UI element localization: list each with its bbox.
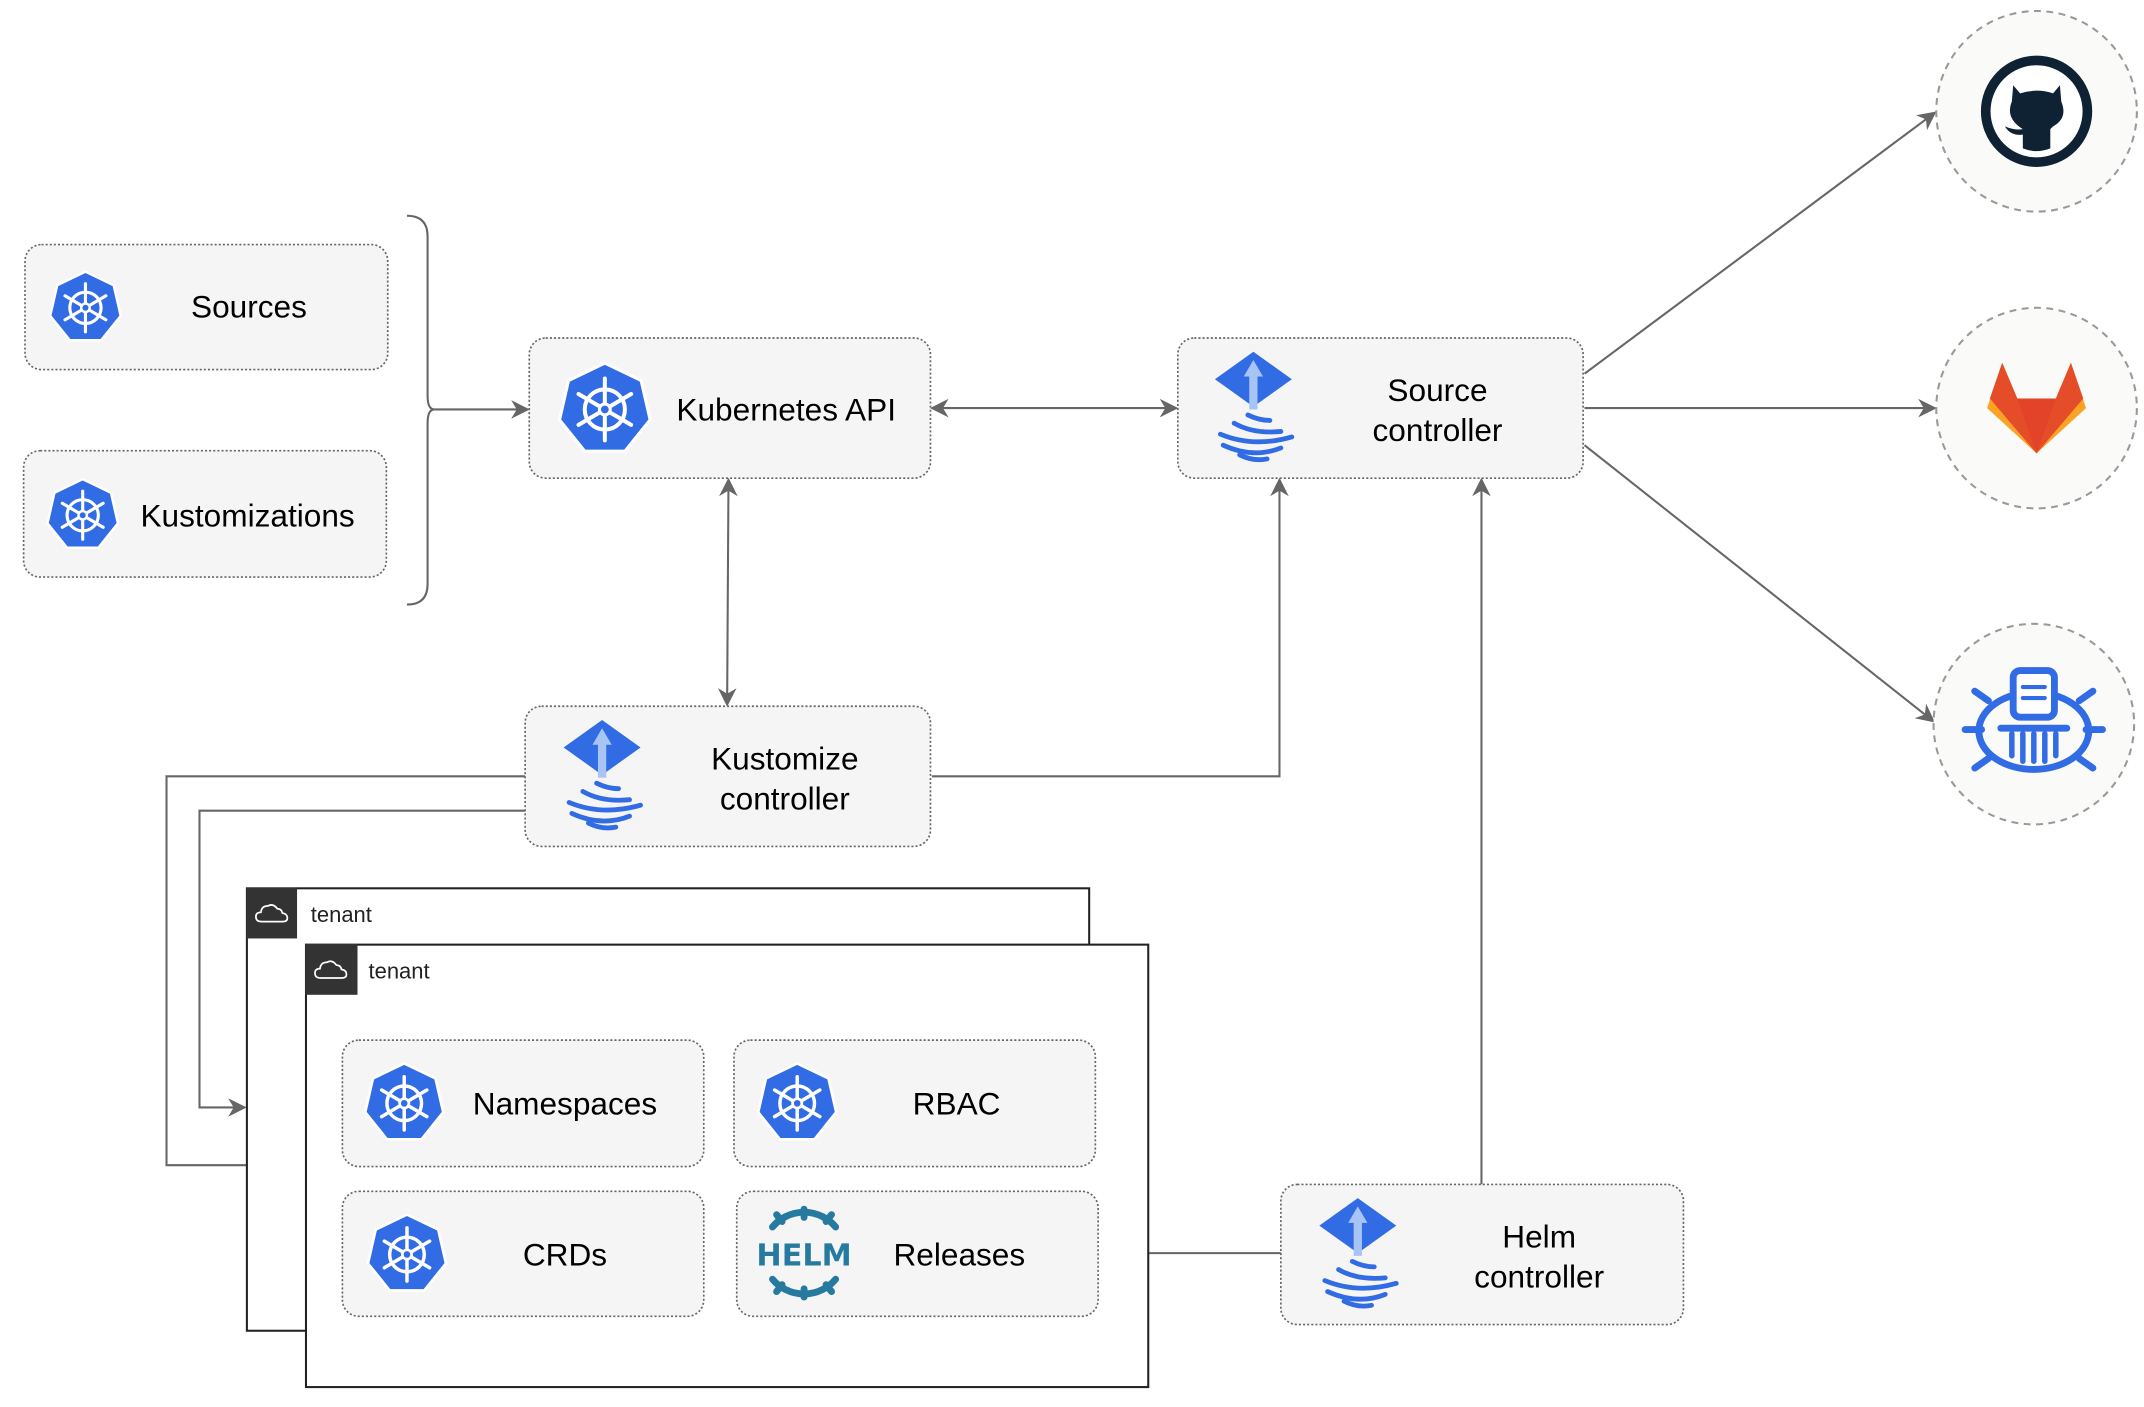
- kustomizations-label: Kustomizations: [140, 497, 354, 533]
- gitlab-repository[interactable]: [1935, 306, 2138, 510]
- kustomizations-node[interactable]: Kustomizations: [22, 449, 388, 578]
- namespaces-node[interactable]: Namespaces: [341, 1039, 705, 1168]
- kustomize-controller-label-line1: Kustomize: [711, 740, 858, 776]
- helm-controller-node[interactable]: Helm controller: [1280, 1183, 1685, 1326]
- edge-source-to-helm-repo: [1583, 444, 1935, 723]
- helm-controller-label-line2: controller: [1474, 1258, 1604, 1294]
- crds-node[interactable]: CRDs: [341, 1190, 705, 1318]
- tenant-label: tenant: [369, 958, 430, 983]
- bracket: [406, 214, 435, 606]
- releases-node[interactable]: HELM Releases: [735, 1190, 1099, 1318]
- github-repository[interactable]: [1935, 9, 2138, 213]
- tenant-label: tenant: [311, 902, 372, 927]
- crds-label: CRDs: [523, 1236, 607, 1272]
- releases-label: Releases: [893, 1236, 1025, 1272]
- github-icon: [1980, 55, 2093, 167]
- edge-source-to-github: [1583, 111, 1937, 375]
- helm-repository-icon: [1961, 667, 2106, 773]
- kustomize-controller-label-line2: controller: [720, 780, 850, 816]
- sources-node[interactable]: Sources: [24, 243, 389, 371]
- rbac-label: RBAC: [913, 1085, 1001, 1121]
- rbac-node[interactable]: RBAC: [733, 1039, 1097, 1168]
- helm-controller-label-line1: Helm: [1502, 1219, 1576, 1255]
- edge-kustomize-to-tenant-front: [165, 775, 526, 1175]
- kubernetes-api-label: Kubernetes API: [676, 391, 896, 427]
- gitlab-icon: [1987, 362, 2087, 454]
- svg-text:HELM: HELM: [756, 1238, 851, 1273]
- edge-kustomize-to-source: [931, 477, 1289, 778]
- source-controller-label-line1: Source: [1387, 372, 1487, 408]
- namespaces-label: Namespaces: [473, 1085, 657, 1121]
- kubernetes-api-node[interactable]: Kubernetes API: [528, 337, 932, 479]
- source-controller-label-line2: controller: [1373, 412, 1503, 448]
- sources-label: Sources: [191, 288, 307, 324]
- edge-kustomize-to-tenant-back: [198, 809, 526, 1117]
- helm-repository[interactable]: [1932, 622, 2136, 826]
- source-controller-node[interactable]: Source controller: [1176, 337, 1584, 479]
- edge-api-kustomize-controller: [717, 477, 738, 707]
- kustomize-controller-node[interactable]: Kustomize controller: [524, 705, 932, 848]
- helm-icon: HELM: [756, 1205, 852, 1301]
